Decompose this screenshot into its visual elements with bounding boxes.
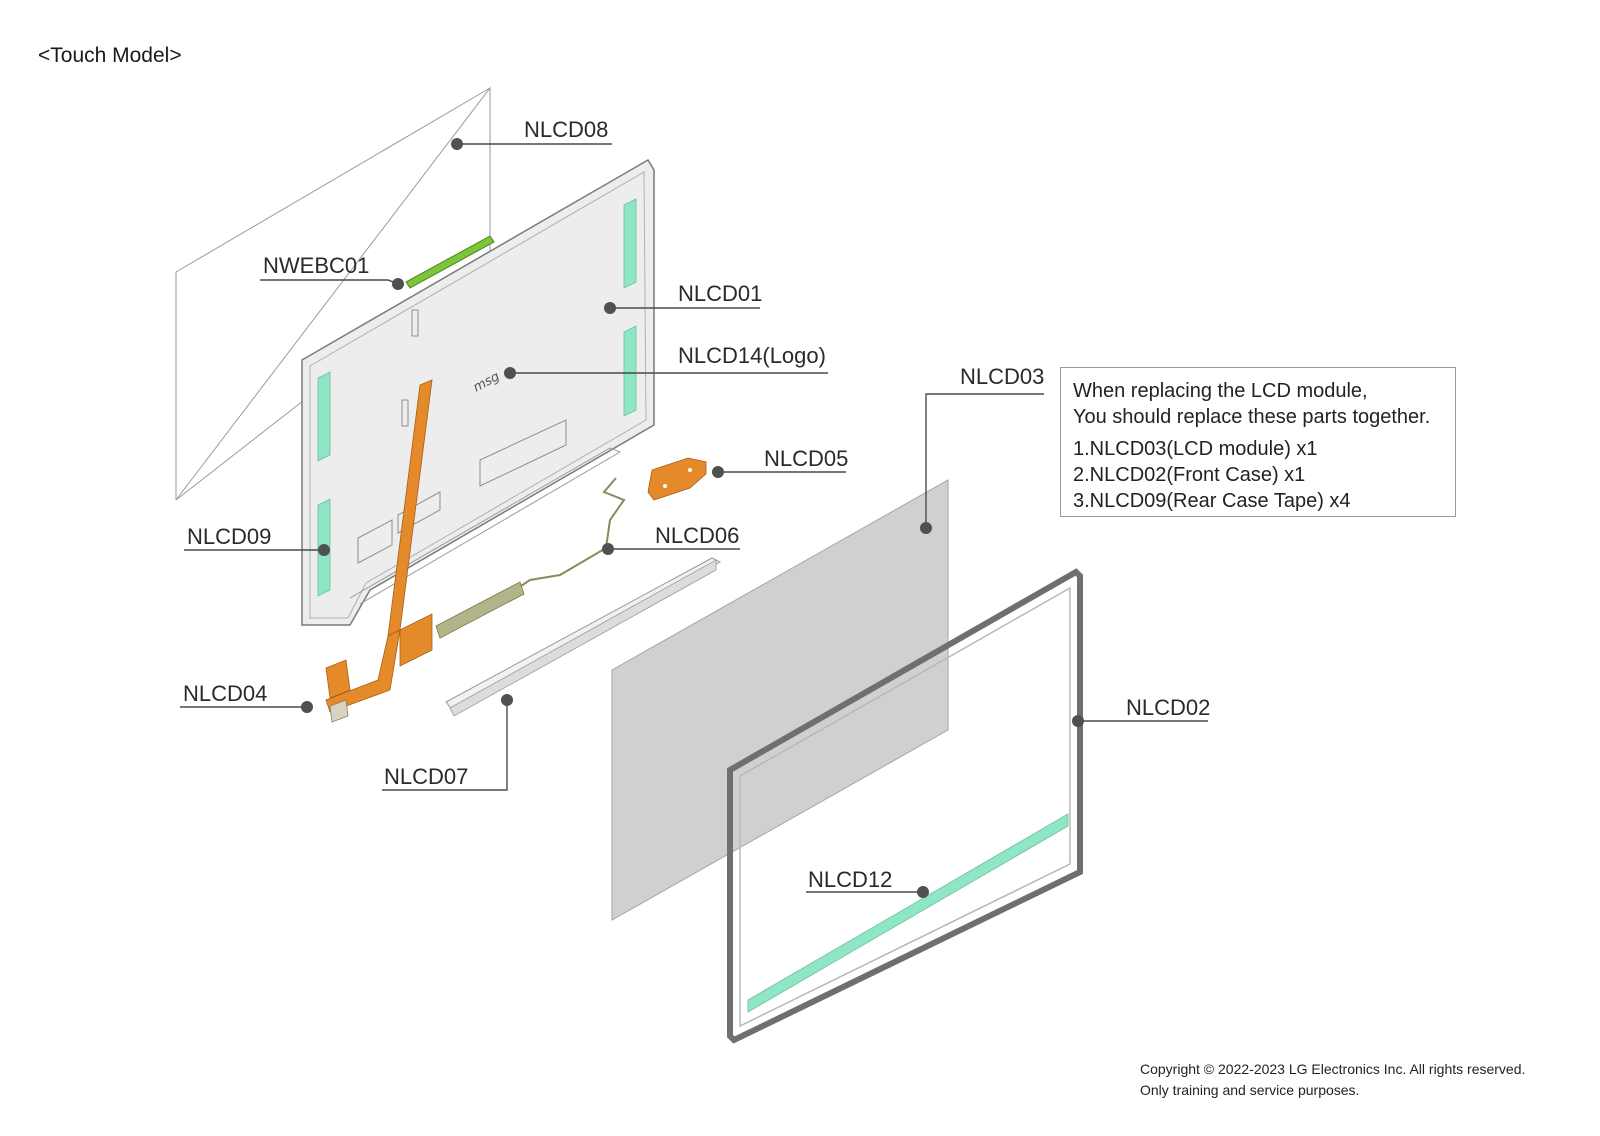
label-nlcd14: NLCD14(Logo) [678, 343, 826, 368]
front-bezel [727, 568, 1083, 1044]
leader-nwebc01 [260, 279, 399, 285]
dot-nlcd06 [602, 543, 614, 555]
leader-nlcd03 [925, 393, 1044, 528]
webcam-board [405, 235, 495, 289]
label-nlcd04: NLCD04 [183, 681, 268, 706]
label-nlcd09: NLCD09 [187, 524, 272, 549]
label-nlcd08: NLCD08 [524, 117, 609, 142]
label-nlcd12: NLCD12 [808, 867, 893, 892]
dot-nlcd04 [301, 701, 313, 713]
dot-nlcd12 [917, 886, 929, 898]
callout-dots [301, 138, 1084, 898]
dot-nlcd02 [1072, 715, 1084, 727]
dot-nwebc01 [392, 278, 404, 290]
note-item-1: 1.NLCD03(LCD module) x1 [1073, 438, 1318, 460]
page-title: <Touch Model> [38, 44, 182, 67]
label-nlcd03: NLCD03 [960, 364, 1045, 389]
dot-nlcd09 [318, 544, 330, 556]
hinge-bracket [647, 457, 707, 501]
dot-nlcd01 [604, 302, 616, 314]
label-nlcd06: NLCD06 [655, 523, 740, 548]
rear-cover: msg [301, 158, 655, 626]
note-line-1: When replacing the LCD module, [1073, 380, 1368, 402]
dot-nlcd07 [501, 694, 513, 706]
dot-nlcd14 [504, 367, 516, 379]
copyright-notice: Copyright © 2022-2023 LG Electronics Inc… [1140, 1059, 1525, 1101]
label-nlcd05: NLCD05 [764, 446, 849, 471]
dot-nlcd08 [451, 138, 463, 150]
leader-nlcd07 [382, 700, 508, 791]
purpose-line: Only training and service purposes. [1140, 1082, 1360, 1098]
dot-nlcd05 [712, 466, 724, 478]
note-item-3: 3.NLCD09(Rear Case Tape) x4 [1073, 490, 1351, 512]
label-nlcd07: NLCD07 [384, 764, 469, 789]
lcd-panel [611, 479, 949, 921]
touch-film-outline [175, 87, 491, 500]
note-item-2: 2.NLCD02(Front Case) x1 [1073, 464, 1306, 486]
bezel-tape [747, 813, 1069, 1013]
label-nlcd02: NLCD02 [1126, 695, 1211, 720]
note-line-2: You should replace these parts together. [1073, 406, 1431, 428]
replacement-note: When replacing the LCD module, You shoul… [1060, 367, 1456, 517]
label-nlcd01: NLCD01 [678, 281, 763, 306]
dot-nlcd03 [920, 522, 932, 534]
copyright-line: Copyright © 2022-2023 LG Electronics Inc… [1140, 1061, 1526, 1077]
hinge-cover [445, 557, 722, 717]
label-nwebc01: NWEBC01 [263, 253, 370, 278]
flex-cable [325, 379, 433, 723]
antenna-cable [435, 477, 626, 639]
